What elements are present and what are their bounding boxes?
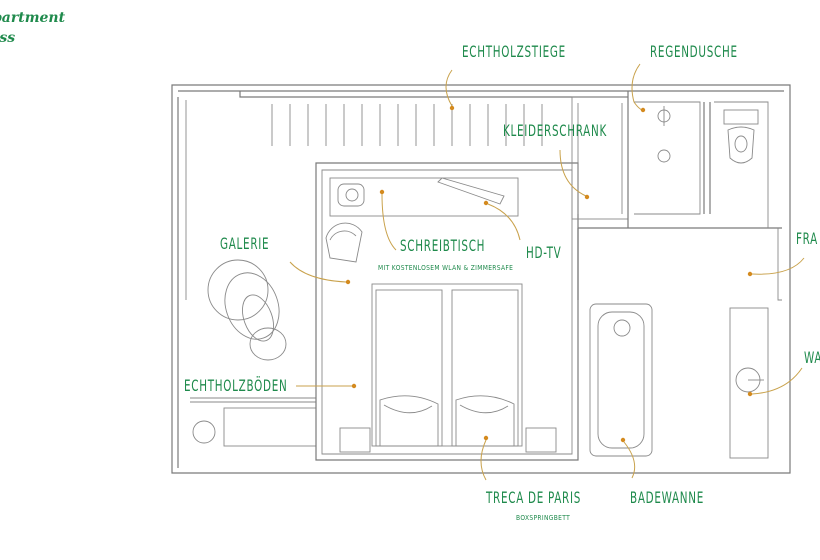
gallery-area bbox=[177, 97, 317, 468]
label-bed-sub: Boxspringbett bbox=[516, 514, 571, 522]
title-line-2: oss bbox=[0, 30, 16, 46]
label-right-bottom: Wa bbox=[804, 348, 820, 367]
label-floors: Echtholzböden bbox=[184, 376, 288, 395]
wardrobe bbox=[571, 96, 629, 220]
outer-walls bbox=[171, 84, 791, 474]
bathroom bbox=[577, 91, 782, 459]
label-gallery: Galerie bbox=[220, 234, 270, 253]
label-bathtub: Badewanne bbox=[630, 488, 704, 507]
apartment-title: partment oss bbox=[0, 8, 65, 48]
label-desk: Schreibtisch bbox=[400, 236, 486, 255]
title-line-1: partment bbox=[0, 10, 66, 26]
label-shower: Regendusche bbox=[650, 42, 738, 61]
label-wardrobe: Kleiderschrank bbox=[503, 121, 607, 140]
leaders bbox=[289, 63, 805, 481]
label-desk-sub: mit kostenlosem WLAN & Zimmersafe bbox=[378, 264, 514, 272]
label-tv: HD-TV bbox=[526, 243, 562, 262]
label-bed: Treca De Paris bbox=[486, 488, 582, 507]
staircase bbox=[271, 104, 543, 146]
label-stair: Echtholzstiege bbox=[462, 42, 566, 61]
label-right-top: Fra bbox=[796, 229, 818, 248]
bedroom bbox=[315, 162, 579, 461]
